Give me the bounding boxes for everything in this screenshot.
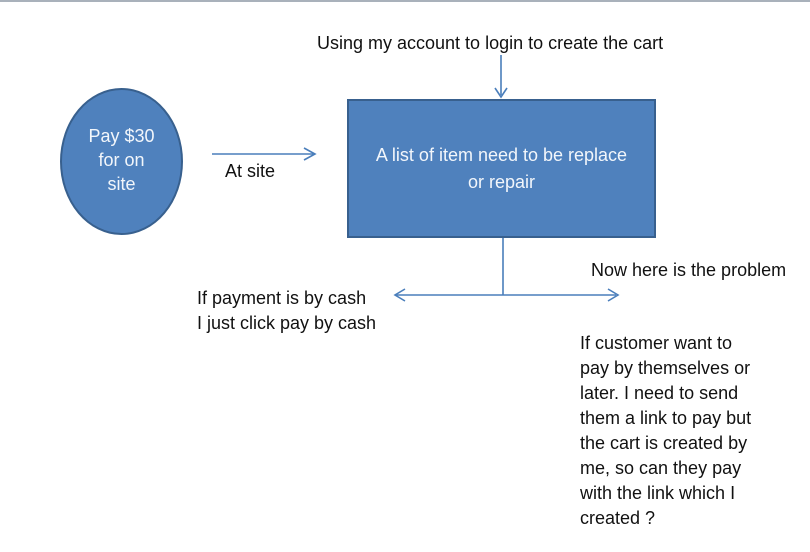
ellipse-text-line: Pay $30 <box>88 125 155 146</box>
login-down-arrow <box>494 55 508 99</box>
cash-payment-note: If payment is by cash I just click pay b… <box>197 286 376 336</box>
pay-on-site-ellipse: Pay $30 for on site <box>60 88 183 235</box>
customer-note-line: pay by themselves or <box>580 358 751 378</box>
ellipse-text-line: site <box>107 173 136 194</box>
split-connector-arrow <box>393 238 620 302</box>
customer-note-line: with the link which I <box>580 483 736 503</box>
at-site-label: At site <box>225 161 276 181</box>
customer-note-line: them a link to pay but <box>580 408 752 428</box>
login-caption: Using my account to login to create the … <box>317 33 664 53</box>
customer-note-line: later. I need to send <box>580 383 739 403</box>
customer-note-line: the cart is created by <box>580 433 748 453</box>
box-text-line: or repair <box>467 171 536 192</box>
cash-note-line: I just click pay by cash <box>197 313 377 333</box>
cash-note-line: If payment is by cash <box>197 288 367 308</box>
item-list-box: A list of item need to be replace or rep… <box>347 99 656 238</box>
ellipse-text-line: for on <box>98 149 145 170</box>
customer-pay-note: If customer want to pay by themselves or… <box>580 331 800 531</box>
slide-top-border <box>0 0 810 2</box>
customer-note-line: me, so can they pay <box>580 458 742 478</box>
box-text-line: A list of item need to be replace <box>375 144 628 165</box>
customer-note-line: created ? <box>580 508 656 528</box>
problem-caption: Now here is the problem <box>591 260 787 280</box>
customer-note-line: If customer want to <box>580 333 733 353</box>
